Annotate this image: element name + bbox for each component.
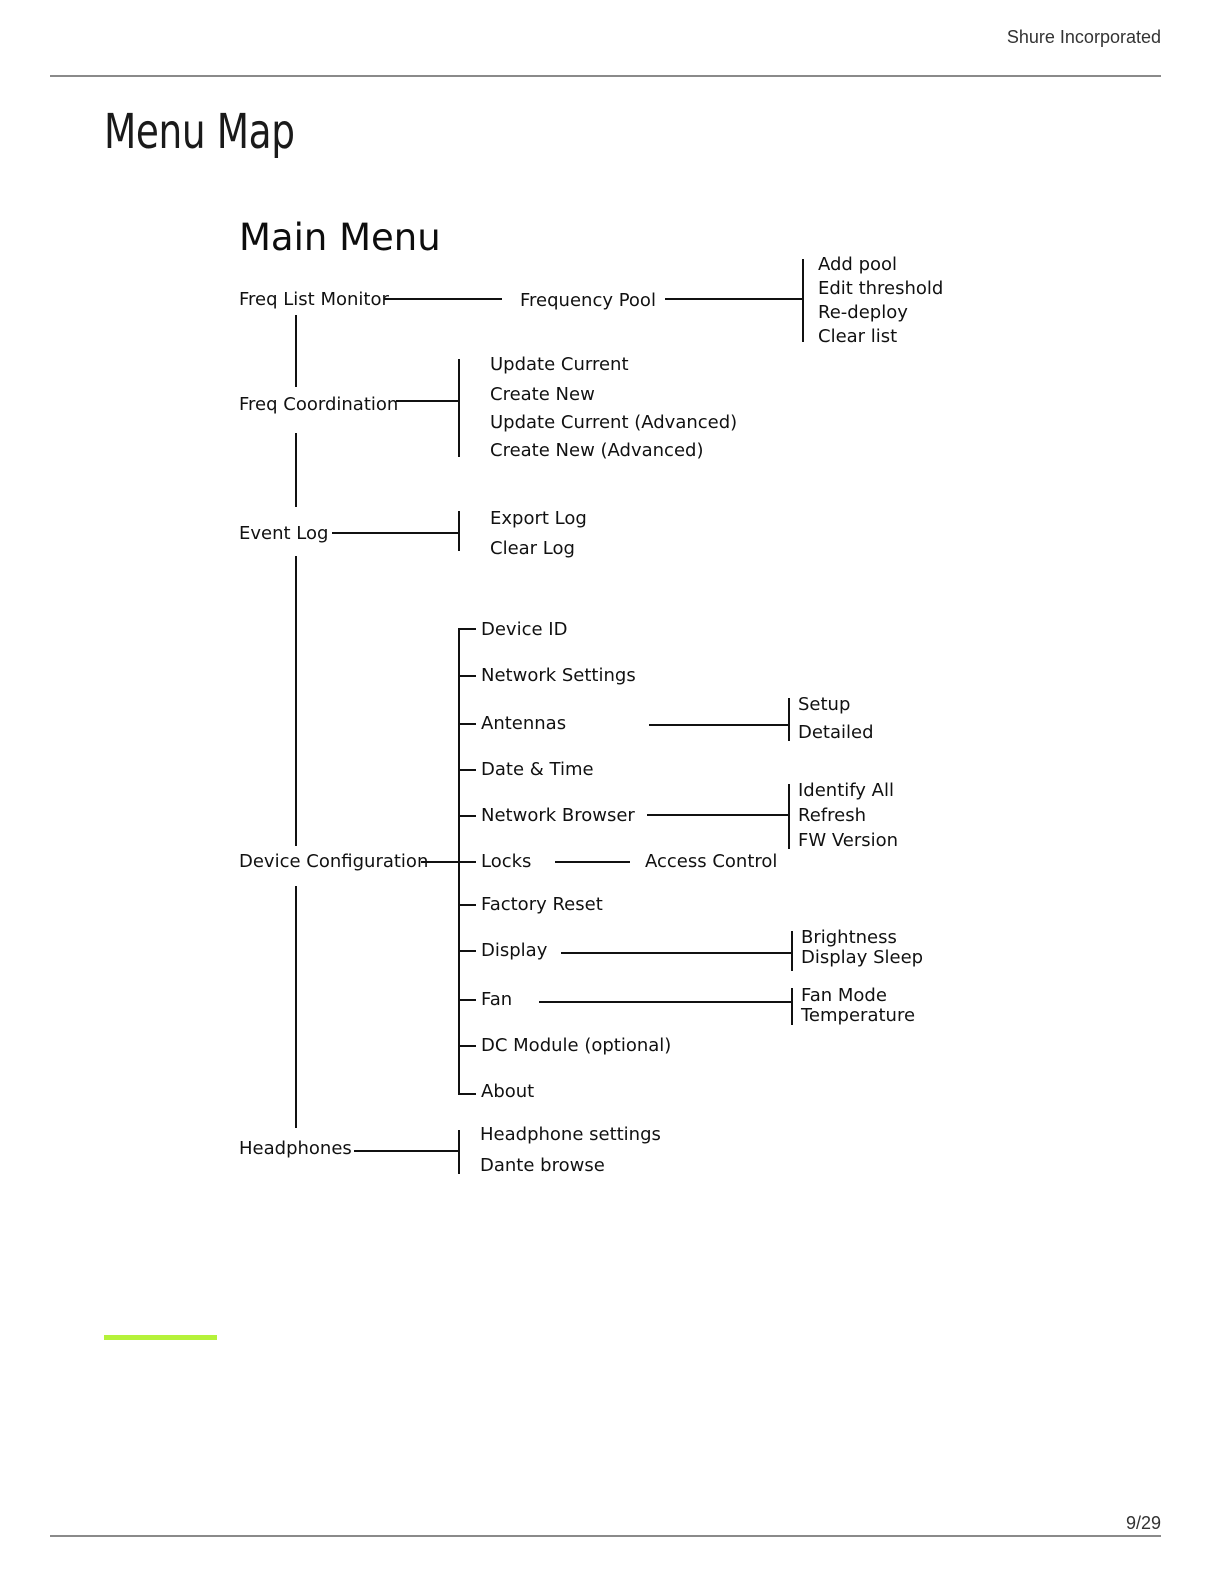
menu-display-sleep: Display Sleep	[801, 947, 924, 968]
tick-line	[458, 1093, 476, 1095]
menu-refresh: Refresh	[798, 805, 866, 826]
tick-line	[458, 861, 476, 863]
menu-brightness: Brightness	[801, 927, 897, 948]
menu-update-current: Update Current	[490, 354, 629, 375]
accent-bar	[104, 1335, 217, 1340]
connector-line	[396, 400, 459, 402]
tick-line	[458, 769, 476, 771]
connector-line	[555, 861, 630, 863]
menu-create-new-advanced: Create New (Advanced)	[490, 440, 704, 461]
menu-display: Display	[481, 940, 548, 961]
menu-headphones: Headphones	[239, 1138, 352, 1159]
menu-fw-version: FW Version	[798, 830, 899, 851]
tick-line	[458, 675, 476, 677]
tick-line	[458, 628, 476, 630]
connector-line	[384, 298, 502, 300]
menu-dc-module: DC Module (optional)	[481, 1035, 672, 1056]
tick-line	[458, 999, 476, 1001]
menu-access-control: Access Control	[645, 851, 778, 872]
bracket-line	[802, 259, 804, 342]
menu-freq-coordination: Freq Coordination	[239, 394, 399, 415]
menu-identify-all: Identify All	[798, 780, 894, 801]
bracket-line	[458, 359, 460, 457]
bracket-line	[791, 931, 793, 971]
menu-export-log: Export Log	[490, 508, 587, 529]
menu-fan-mode: Fan Mode	[801, 985, 887, 1006]
header-rule	[50, 75, 1161, 77]
connector-line	[332, 532, 459, 534]
spine-line-3	[295, 556, 297, 846]
menu-clear-log: Clear Log	[490, 538, 575, 559]
tick-line	[458, 950, 476, 952]
menu-headphone-settings: Headphone settings	[480, 1124, 661, 1145]
tick-line	[458, 815, 476, 817]
menu-detailed: Detailed	[798, 722, 874, 743]
menu-freq-list-monitor: Freq List Monitor	[239, 289, 389, 310]
connector-line	[421, 861, 459, 863]
connector-line	[539, 1001, 792, 1003]
connector-line	[561, 952, 792, 954]
menu-network-browser: Network Browser	[481, 805, 635, 826]
menu-setup: Setup	[798, 694, 851, 715]
menu-locks: Locks	[481, 851, 532, 872]
footer-rule	[50, 1535, 1161, 1537]
connector-line	[649, 724, 789, 726]
spine-line-4	[295, 886, 297, 1128]
connector-line	[647, 814, 789, 816]
spine-line-1	[295, 315, 297, 387]
bracket-line	[458, 511, 460, 551]
menu-clear-list: Clear list	[818, 326, 898, 347]
menu-factory-reset: Factory Reset	[481, 894, 603, 915]
menu-temperature: Temperature	[801, 1005, 916, 1026]
page-title: Menu Map	[104, 104, 295, 160]
menu-update-current-advanced: Update Current (Advanced)	[490, 412, 738, 433]
connector-line	[354, 1150, 459, 1152]
menu-network-settings: Network Settings	[481, 665, 636, 686]
menu-re-deploy: Re-deploy	[818, 302, 908, 323]
spine-line-2	[295, 433, 297, 507]
bracket-line	[791, 988, 793, 1025]
tick-line	[458, 904, 476, 906]
menu-date-time: Date & Time	[481, 759, 594, 780]
menu-fan: Fan	[481, 989, 513, 1010]
menu-about: About	[481, 1081, 535, 1102]
menu-create-new: Create New	[490, 384, 595, 405]
company-name: Shure Incorporated	[1006, 27, 1161, 47]
connector-line	[665, 298, 803, 300]
menu-event-log: Event Log	[239, 523, 329, 544]
menu-device-configuration: Device Configuration	[239, 851, 429, 872]
tick-line	[458, 723, 476, 725]
menu-device-id: Device ID	[481, 619, 568, 640]
menu-add-pool: Add pool	[818, 254, 898, 275]
menu-dante-browse: Dante browse	[480, 1155, 605, 1176]
diagram-title: Main Menu	[239, 216, 441, 259]
menu-edit-threshold: Edit threshold	[818, 278, 944, 299]
bracket-line	[788, 784, 790, 849]
tick-line	[458, 1045, 476, 1047]
bracket-line	[788, 698, 790, 741]
menu-antennas: Antennas	[481, 713, 567, 734]
menu-frequency-pool: Frequency Pool	[520, 290, 656, 311]
page-number: 9/29	[1125, 1513, 1161, 1533]
bracket-line	[458, 1130, 460, 1174]
